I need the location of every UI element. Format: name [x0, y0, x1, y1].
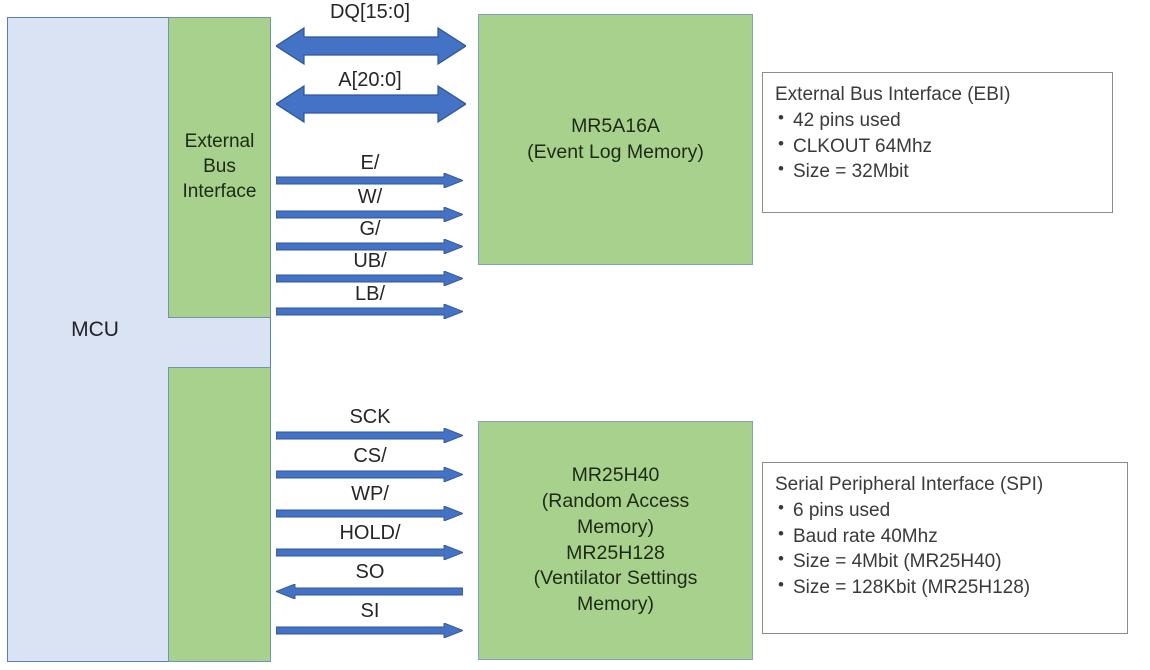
signal-arrow-e: [276, 173, 463, 188]
spi-sub-block: [168, 367, 271, 662]
signal-label-e: E/: [360, 152, 380, 174]
signal-label-ub: UB/: [353, 250, 387, 272]
ebi-info-bullet: Size = 32Mbit: [775, 158, 1100, 184]
ebi-info-title: External Bus Interface (EBI): [775, 84, 1011, 105]
signal-arrow-lb: [276, 304, 463, 319]
spi-info-bullet: Size = 128Kbit (MR25H128): [775, 574, 1115, 600]
signal-label-hold: HOLD/: [339, 522, 401, 544]
ebi-info-bullet: CLKOUT 64Mhz: [775, 133, 1100, 159]
signal-arrow-hold: [276, 545, 463, 560]
spi-memory-line-6: Memory): [577, 592, 654, 615]
spi-info-bullet: 6 pins used: [775, 497, 1115, 523]
signal-arrow-g: [276, 239, 463, 254]
bus-arrow-a: [276, 84, 466, 124]
signal-arrow-sck: [276, 428, 463, 443]
ebi-info-box: External Bus Interface (EBI) 42 pins use…: [762, 72, 1113, 213]
ebi-label-line-3: Interface: [182, 180, 257, 202]
spi-memory-line-3: Memory): [577, 515, 654, 538]
ebi-info-list: 42 pins used CLKOUT 64Mhz Size = 32Mbit: [775, 107, 1100, 184]
signal-arrow-w: [276, 207, 463, 222]
bus-arrow-dq: [276, 26, 466, 66]
signal-label-cs: CS/: [353, 445, 387, 467]
spi-memory-line-1: MR25H40: [571, 464, 660, 487]
ebi-info-bullet: 42 pins used: [775, 107, 1100, 133]
spi-memory-line-2: (Random Access: [541, 490, 690, 513]
spi-info-bullet: Size = 4Mbit (MR25H40): [775, 548, 1115, 574]
spi-info-list: 6 pins used Baud rate 40Mhz Size = 4Mbit…: [775, 497, 1115, 600]
signal-label-wp: WP/: [351, 483, 389, 505]
spi-memory-block: MR25H40 (Random Access Memory) MR25H128 …: [478, 421, 753, 660]
mcu-label: MCU: [71, 318, 119, 341]
signal-label-si: SI: [360, 600, 380, 622]
signal-arrow-cs: [276, 467, 463, 482]
signal-arrow-si: [276, 623, 463, 638]
spi-memory-line-5: (Ventilator Settings: [533, 567, 698, 590]
spi-info-bullet: Baud rate 40Mhz: [775, 523, 1115, 549]
ebi-sub-block: External Bus Interface: [168, 17, 271, 318]
ebi-sub-block-label: External Bus Interface: [183, 130, 257, 204]
signal-label-g: G/: [359, 218, 381, 240]
ebi-label-line-2: Bus: [203, 156, 236, 178]
signal-label-sck: SCK: [349, 406, 391, 428]
signal-label-w: W/: [357, 186, 383, 208]
signal-label-a: A[20:0]: [338, 69, 402, 91]
spi-info-title: Serial Peripheral Interface (SPI): [775, 474, 1044, 495]
signal-label-so: SO: [355, 561, 385, 583]
signal-arrow-ub: [276, 271, 463, 286]
spi-info-box: Serial Peripheral Interface (SPI) 6 pins…: [762, 462, 1128, 634]
signal-label-dq: DQ[15:0]: [329, 1, 411, 23]
event-log-memory-block: MR5A16A (Event Log Memory): [478, 14, 753, 265]
signal-label-lb: LB/: [354, 283, 386, 305]
signal-arrow-so: [276, 584, 463, 599]
event-log-memory-line-2: (Event Log Memory): [527, 140, 704, 163]
event-log-memory-line-1: MR5A16A: [571, 114, 660, 137]
spi-memory-line-4: MR25H128: [566, 541, 665, 564]
signal-arrow-wp: [276, 506, 463, 521]
ebi-label-line-1: External: [184, 131, 255, 153]
